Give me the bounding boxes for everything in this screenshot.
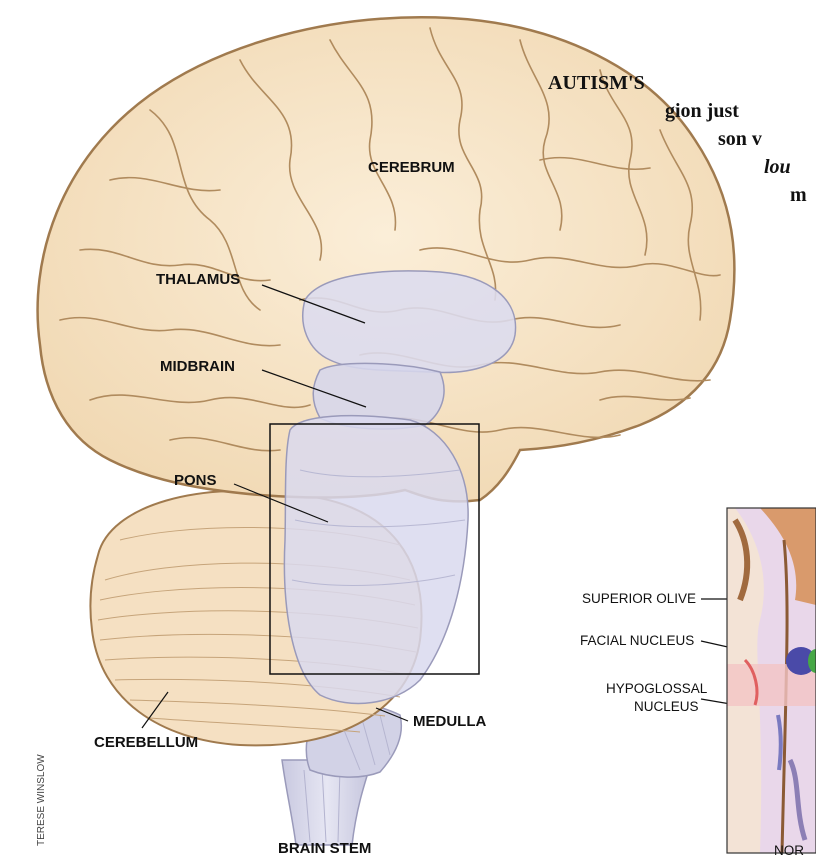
caption-line-5: m [790,184,807,206]
brainstem-section-inset [727,508,816,853]
label-bottom-cut: NOR [774,843,804,858]
caption-line-1: AUTISM'S [548,72,645,94]
label-cerebrum: CEREBRUM [368,159,455,176]
pons-shape [284,416,468,704]
thalamus-shape [303,271,516,373]
label-midbrain: MIDBRAIN [160,358,235,375]
label-facial-nucleus: FACIAL NUCLEUS [580,633,694,648]
label-pons: PONS [174,472,217,489]
label-medulla: MEDULLA [413,713,486,730]
caption-line-4: lou [764,156,791,178]
illustrator-credit: TERESE WINSLOW [36,754,47,846]
label-cerebellum: CEREBELLUM [94,734,198,751]
label-superior-olive: SUPERIOR OLIVE [582,591,696,606]
label-hypoglossal-line2: NUCLEUS [634,699,699,714]
caption-line-2: gion just [665,100,739,122]
label-brain-stem: BRAIN STEM [278,840,371,857]
label-thalamus: THALAMUS [156,271,240,288]
label-hypoglossal-line1: HYPOGLOSSAL [606,681,707,696]
caption-line-3: son v [718,128,762,150]
